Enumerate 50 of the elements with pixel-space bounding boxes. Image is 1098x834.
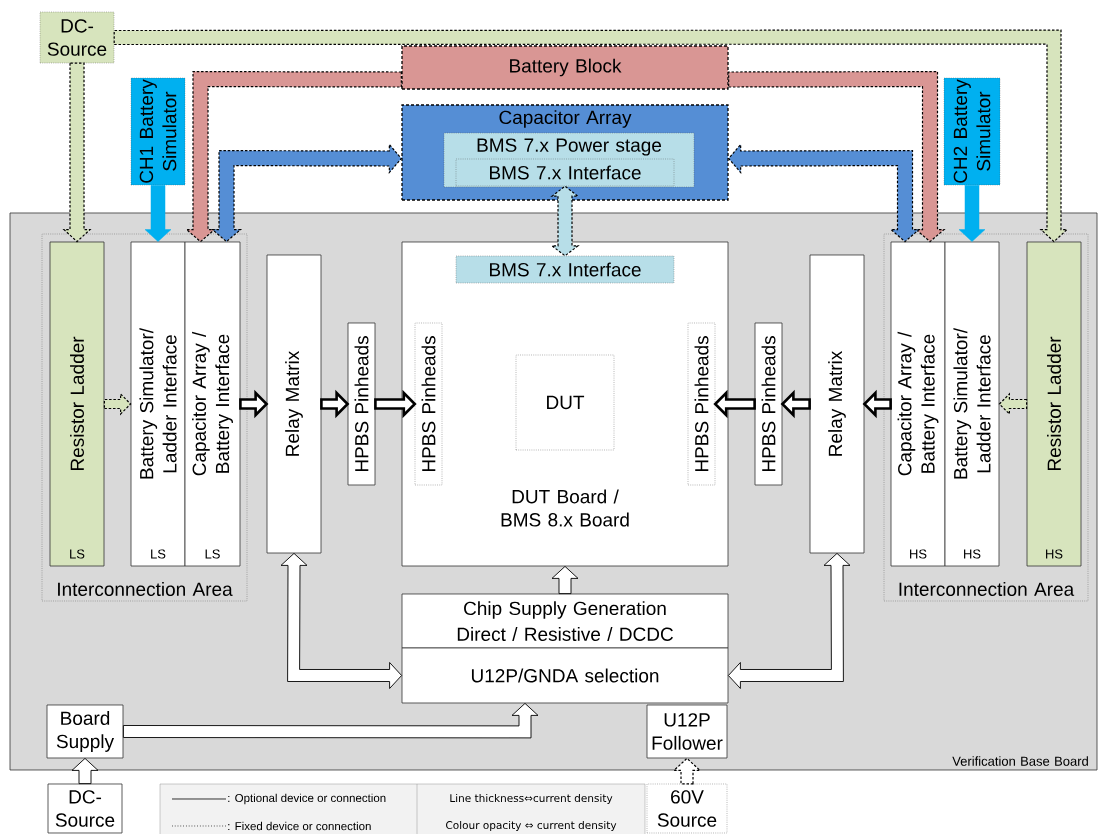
source-box: DC- Source (47, 783, 123, 834)
legend-text: : Fixed device or connection (228, 821, 371, 831)
ladder-box: Resistor Ladder LS (49, 241, 105, 567)
arrow (727, 142, 921, 243)
source-box: 60V Source (646, 783, 728, 834)
pinhead-box: HPBS Pinheads (347, 322, 376, 486)
matrix-box: Relay Matrix (266, 254, 322, 554)
interface-box: Battery Simulator/ Ladder Interface HS (944, 241, 1000, 567)
arrow (144, 184, 172, 242)
interface-box: Capacitor Array / Battery Interface LS (184, 241, 241, 567)
arrow (550, 185, 580, 257)
dut-box: DUT (515, 354, 615, 451)
arrow (728, 71, 946, 243)
matrix-box: Relay Matrix (809, 254, 865, 554)
legend-text: : Optional device or connection (228, 793, 386, 805)
pinhead-box: HPBS Pinheads (414, 322, 443, 486)
arrow (280, 552, 403, 689)
simulator-box: CH1 Battery Simulator (130, 77, 186, 186)
arrow (862, 389, 892, 419)
block-box: Battery Block (401, 45, 729, 90)
note-text: Line thickness⇔current density (450, 793, 613, 805)
pinhead-box: HPBS Pinheads (687, 322, 716, 486)
pinhead-box: HPBS Pinheads (754, 322, 783, 486)
arrow (727, 552, 851, 689)
interface-box: BMS 7.x Interface (455, 158, 675, 187)
arrow (780, 389, 811, 419)
arrow (958, 184, 986, 242)
simulator-box: CH2 Battery Simulator (943, 77, 1001, 186)
arrow (184, 71, 402, 243)
arrow (998, 392, 1028, 416)
note-text: Colour opacity ⇔ current density (446, 820, 617, 832)
arrow (239, 389, 269, 419)
source-box: DC- Source (39, 11, 115, 64)
follower-box: U12P Follower (646, 704, 728, 759)
arrow (672, 757, 702, 785)
arrow (713, 389, 756, 419)
interface-box: Battery Simulator/ Ladder Interface LS (130, 241, 186, 567)
arrow (374, 389, 417, 419)
arrow (62, 62, 92, 243)
ladder-box: Resistor Ladder HS (1026, 241, 1082, 567)
supply-box: Board Supply (46, 704, 124, 759)
arrow (122, 702, 539, 739)
arrow (103, 392, 132, 416)
arrow (71, 757, 99, 785)
arrow (551, 565, 579, 595)
arrow (320, 389, 350, 419)
supply-box: Chip Supply Generation Direct / Resistive / DCDC (401, 593, 729, 649)
interface-box: Capacitor Array / Battery Interface HS (890, 241, 946, 567)
interface-box: BMS 7.x Interface (455, 255, 675, 284)
arrow (113, 29, 1069, 243)
